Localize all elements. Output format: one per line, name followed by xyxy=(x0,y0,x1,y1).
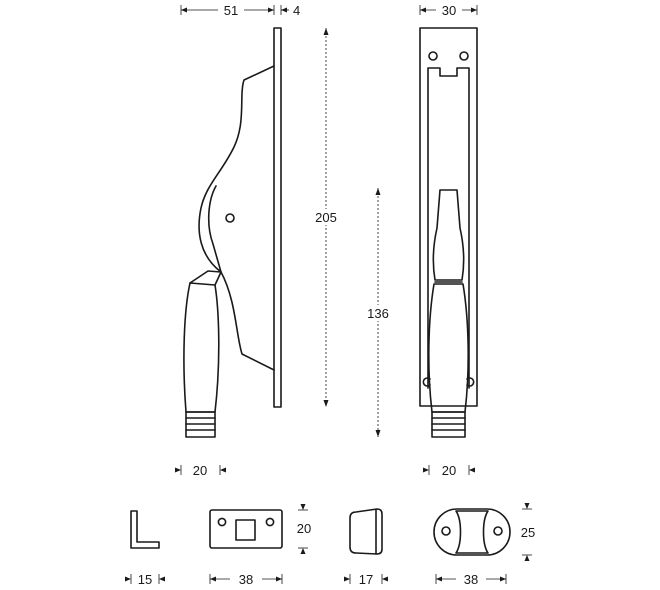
side-bottom-hole-right xyxy=(466,377,475,387)
dim-angle-keeper-depth-label: 15 xyxy=(138,572,152,587)
oval-keeper: 38 25 xyxy=(433,503,535,587)
dim-oval-keeper-width: 38 xyxy=(435,572,507,587)
side-grip-ribbed-end xyxy=(431,411,466,438)
front-mounting-plate xyxy=(273,27,282,408)
dim-plate-keeper-height: 20 xyxy=(297,504,311,554)
dim-total-height-label: 205 xyxy=(315,210,337,225)
angle-keeper: 15 xyxy=(125,510,165,587)
side-view: 30 136 20 xyxy=(364,2,478,478)
dim-angle-keeper-depth: 15 xyxy=(125,572,165,587)
dim-side-handle-height: 136 xyxy=(364,188,392,437)
dim-oval-keeper-height-label: 25 xyxy=(521,525,535,540)
dim-plate-thickness: 4 xyxy=(280,3,300,18)
side-top-hole-right xyxy=(459,51,469,61)
dim-front-grip-width-label: 20 xyxy=(193,463,207,478)
dim-side-handle-height-label: 136 xyxy=(367,306,389,321)
dim-side-grip-width-label: 20 xyxy=(442,463,456,478)
dim-block-keeper-width-label: 17 xyxy=(359,572,373,587)
dim-oval-keeper-width-label: 38 xyxy=(464,572,478,587)
side-backplate xyxy=(419,27,478,407)
side-bottom-hole-left xyxy=(422,377,431,387)
dim-block-keeper-width: 17 xyxy=(344,572,388,587)
dim-plate-keeper-width-label: 38 xyxy=(239,572,253,587)
dim-plate-keeper-height-label: 20 xyxy=(297,521,311,536)
side-grip xyxy=(428,283,469,413)
plate-keeper: 38 20 xyxy=(209,504,311,587)
front-pivot-hole xyxy=(225,213,235,223)
side-lever-stem xyxy=(432,189,465,281)
front-grip-ribbed-end xyxy=(185,411,216,438)
front-grip xyxy=(183,282,220,413)
dim-front-width-label: 51 xyxy=(224,3,238,18)
dim-side-width-label: 30 xyxy=(442,3,456,18)
front-grip-collar xyxy=(189,270,222,286)
front-view: 51 4 205 20 xyxy=(175,2,339,478)
side-top-hole-left xyxy=(428,51,438,61)
side-slot-channel xyxy=(427,67,470,389)
block-keeper: 17 xyxy=(344,508,388,587)
front-lever-body xyxy=(198,65,275,371)
dim-front-grip-width: 20 xyxy=(175,463,226,478)
dim-side-width: 30 xyxy=(419,2,478,18)
front-lever-inner-edge xyxy=(207,185,222,273)
dim-plate-thickness-label: 4 xyxy=(293,3,300,18)
dim-plate-keeper-width: 38 xyxy=(209,572,283,587)
dim-total-height: 205 xyxy=(313,28,339,407)
dim-oval-keeper-height: 25 xyxy=(521,503,535,561)
dim-side-grip-width: 20 xyxy=(423,463,475,478)
dim-front-width: 51 xyxy=(180,2,275,18)
